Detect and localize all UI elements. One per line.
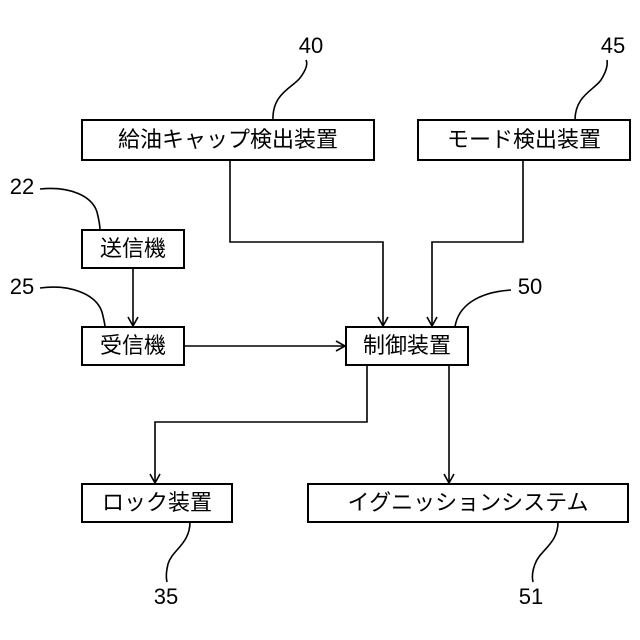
ref-number-40: 40 (299, 33, 323, 58)
ref-50: 50 (455, 274, 542, 327)
ref-number-25: 25 (10, 274, 34, 299)
mode-detector-label: モード検出装置 (447, 128, 601, 153)
fuel-cap-detector-block: 給油キャップ検出装置 (82, 120, 374, 160)
leader-45 (575, 60, 607, 120)
leader-51 (532, 522, 558, 582)
ref-22: 22 (10, 174, 100, 230)
arrow-controller-to-lock (155, 365, 367, 483)
transmitter-label: 送信機 (100, 237, 166, 262)
controller-block: 制御装置 (346, 327, 468, 365)
ref-25: 25 (10, 274, 105, 327)
lock-device-label: ロック装置 (102, 491, 212, 516)
ref-number-22: 22 (10, 174, 34, 199)
mode-detector-block: モード検出装置 (418, 120, 630, 160)
leader-50 (455, 290, 511, 327)
receiver-label: 受信機 (100, 334, 166, 359)
arrow-fuel-cap-to-controller (230, 160, 383, 326)
ignition-system-block: イグニッションシステム (308, 484, 628, 522)
ignition-system-label: イグニッションシステム (348, 491, 589, 516)
arrow-mode-to-controller (432, 160, 523, 326)
transmitter-block: 送信機 (82, 230, 184, 268)
leader-35 (166, 522, 190, 582)
lock-device-block: ロック装置 (82, 484, 232, 522)
ref-35: 35 (154, 522, 190, 609)
leader-25 (40, 287, 105, 327)
ref-number-45: 45 (601, 33, 625, 58)
ref-number-50: 50 (518, 274, 542, 299)
controller-label: 制御装置 (363, 334, 451, 359)
leader-22 (40, 188, 100, 230)
receiver-block: 受信機 (82, 327, 184, 365)
ref-45: 45 (575, 33, 625, 120)
ref-number-35: 35 (154, 584, 178, 609)
ref-40: 40 (273, 33, 323, 120)
ref-51: 51 (519, 522, 558, 609)
leader-40 (273, 60, 307, 120)
fuel-cap-detector-label: 給油キャップ検出装置 (118, 128, 338, 153)
ref-number-51: 51 (519, 584, 543, 609)
